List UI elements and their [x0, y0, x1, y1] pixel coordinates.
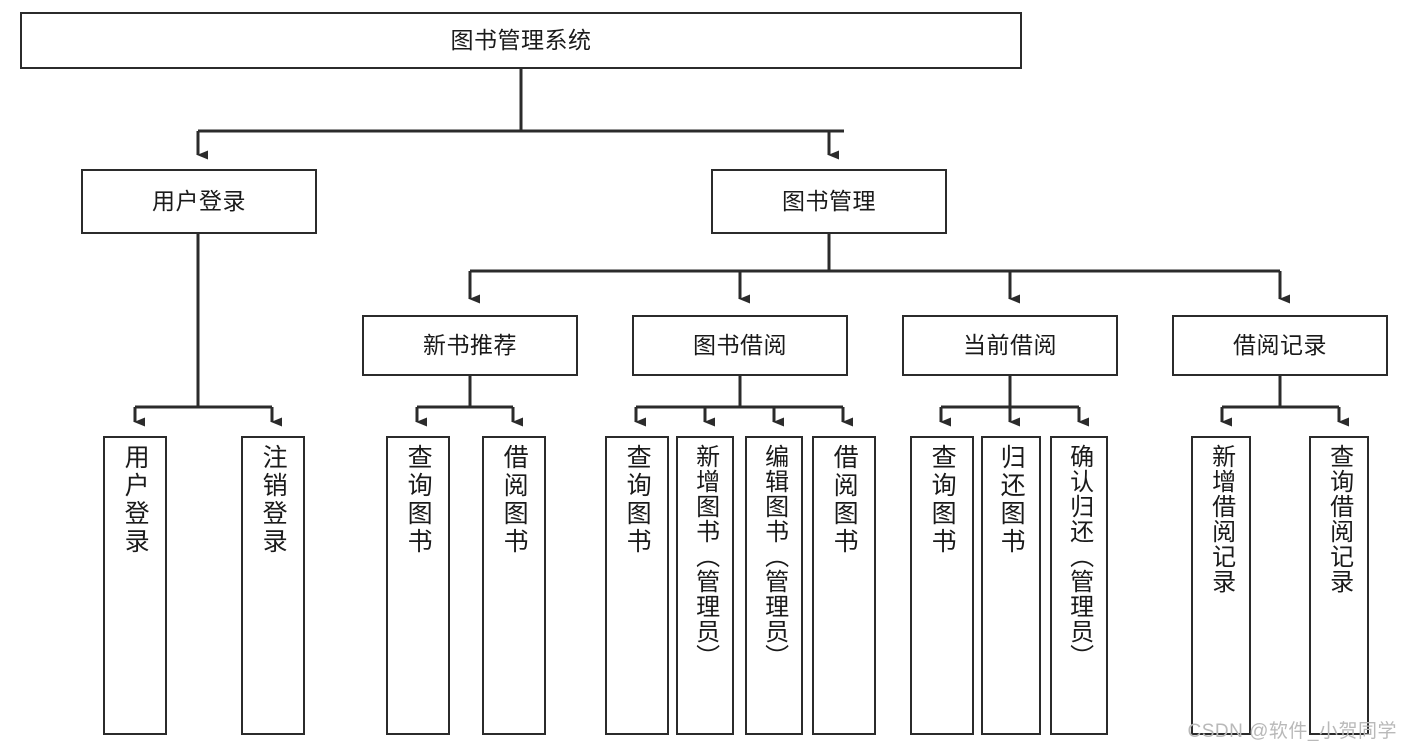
node-label: 用户登录	[152, 188, 246, 214]
node-label: 查询图书	[404, 444, 433, 556]
node-label: 用户登录	[121, 444, 150, 556]
node-label: 查询借阅记录	[1325, 444, 1353, 594]
csdn-watermark: CSDN @软件_小贺同学	[1187, 721, 1397, 742]
node-leaf-add-borrow-record[interactable]: 新增借阅记录	[1191, 436, 1251, 735]
node-label: 新增图书（管理员）	[691, 444, 719, 669]
node-label: 图书借阅	[693, 332, 787, 358]
node-current-borrow[interactable]: 当前借阅	[902, 315, 1118, 376]
node-label: 借阅图书	[830, 444, 859, 556]
node-label: 当前借阅	[963, 332, 1057, 358]
node-label: 新书推荐	[423, 332, 517, 358]
node-label: 图书管理系统	[450, 27, 592, 53]
node-leaf-user-logout[interactable]: 注销登录	[241, 436, 305, 735]
node-label: 归还图书	[997, 444, 1026, 556]
node-label: 注销登录	[259, 444, 288, 556]
node-leaf-query-borrow-record[interactable]: 查询借阅记录	[1309, 436, 1369, 735]
node-user-login[interactable]: 用户登录	[81, 169, 317, 234]
node-leaf-query-book-recommend[interactable]: 查询图书	[386, 436, 450, 735]
node-leaf-borrow-book-recommend[interactable]: 借阅图书	[482, 436, 546, 735]
node-book-borrow[interactable]: 图书借阅	[632, 315, 848, 376]
node-label: 借阅记录	[1233, 332, 1327, 358]
node-new-book-recommend[interactable]: 新书推荐	[362, 315, 578, 376]
node-label: 确认归还（管理员）	[1065, 444, 1093, 669]
node-label: 图书管理	[782, 188, 876, 214]
node-label: 新增借阅记录	[1207, 444, 1235, 594]
node-leaf-query-book-current[interactable]: 查询图书	[910, 436, 974, 735]
node-leaf-edit-book[interactable]: 编辑图书（管理员）	[745, 436, 803, 735]
node-label: 查询图书	[623, 444, 652, 556]
node-label: 借阅图书	[500, 444, 529, 556]
node-leaf-query-book-borrow[interactable]: 查询图书	[605, 436, 669, 735]
node-leaf-return-book[interactable]: 归还图书	[981, 436, 1041, 735]
node-leaf-user-login[interactable]: 用户登录	[103, 436, 167, 735]
node-leaf-borrow-book-borrow[interactable]: 借阅图书	[812, 436, 876, 735]
node-borrow-record[interactable]: 借阅记录	[1172, 315, 1388, 376]
node-leaf-confirm-return[interactable]: 确认归还（管理员）	[1050, 436, 1108, 735]
node-label: 查询图书	[928, 444, 957, 556]
node-root-system[interactable]: 图书管理系统	[20, 12, 1022, 69]
node-leaf-add-book[interactable]: 新增图书（管理员）	[676, 436, 734, 735]
node-label: 编辑图书（管理员）	[760, 444, 788, 669]
node-book-management[interactable]: 图书管理	[711, 169, 947, 234]
